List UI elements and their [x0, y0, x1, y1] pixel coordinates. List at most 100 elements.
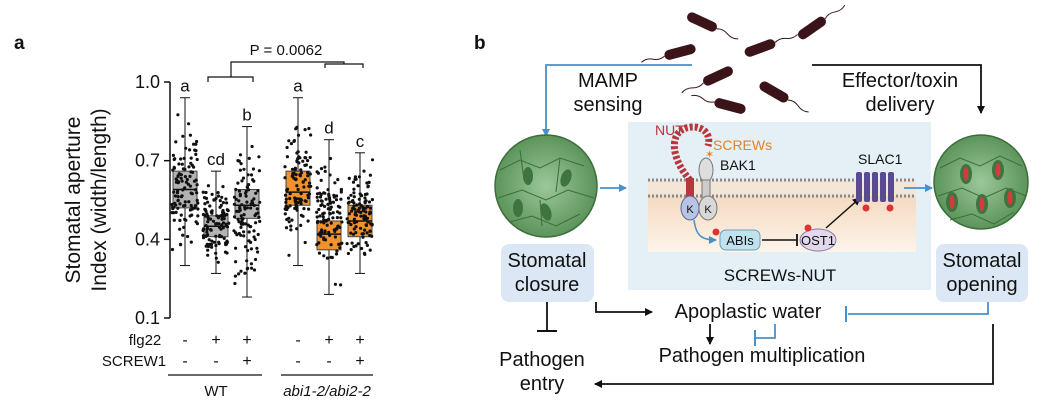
data-point [315, 192, 320, 196]
data-point [195, 198, 199, 202]
data-point [206, 253, 210, 257]
data-point [306, 159, 310, 163]
y-tick-label: 0.4 [135, 229, 160, 249]
panel-b-label: b [474, 33, 486, 54]
data-point [201, 190, 205, 194]
data-point [221, 221, 226, 225]
data-point [315, 170, 319, 174]
data-point [293, 206, 297, 210]
data-point [172, 157, 176, 162]
y-tick-label: 0.7 [135, 151, 160, 171]
data-point [345, 242, 349, 246]
data-point [299, 202, 303, 206]
data-point [285, 217, 289, 222]
data-point [370, 223, 374, 227]
opening-to-water-line [848, 302, 989, 315]
abis-label: ABIs [726, 233, 754, 248]
data-point [323, 165, 327, 169]
data-point [363, 192, 367, 197]
data-point [182, 204, 186, 208]
data-point [336, 204, 340, 208]
data-point [297, 197, 301, 201]
data-point [329, 243, 333, 247]
data-point [247, 230, 251, 234]
data-point [232, 229, 236, 233]
data-point [309, 184, 313, 188]
data-point [224, 197, 228, 201]
data-point [221, 210, 225, 214]
data-point [354, 225, 358, 229]
data-point [335, 249, 339, 253]
data-point [174, 177, 178, 181]
data-point [249, 262, 253, 266]
data-point [234, 187, 238, 192]
effector-arrow [812, 64, 985, 114]
data-point [336, 178, 340, 182]
data-point [365, 243, 369, 247]
data-point [184, 218, 188, 222]
data-point [321, 215, 325, 219]
stomatal-closure-line2: closure [515, 274, 579, 296]
data-point [242, 230, 246, 234]
group-label-abi: abi1-2/abi2-2 [283, 383, 371, 400]
data-point [181, 188, 185, 192]
data-point [222, 236, 226, 240]
data-point [240, 218, 244, 222]
data-point [216, 216, 220, 220]
data-point [284, 207, 288, 211]
screws-nut-title: SCREWs-NUT [724, 266, 836, 285]
data-point [252, 235, 256, 239]
data-point [188, 174, 192, 178]
data-point [299, 192, 303, 196]
data-point [236, 181, 240, 185]
data-point [243, 222, 247, 226]
data-point [252, 197, 256, 201]
data-point [214, 256, 218, 260]
data-point [243, 271, 247, 275]
data-point [291, 173, 295, 177]
data-point [172, 211, 176, 215]
data-point [239, 162, 243, 166]
screw1-sign: - [326, 353, 331, 370]
data-point [177, 180, 181, 184]
data-point [235, 209, 239, 213]
data-point [328, 197, 332, 202]
data-point [347, 176, 351, 180]
data-point [287, 253, 291, 257]
data-point [352, 201, 356, 205]
data-point [192, 179, 197, 183]
row-label-flg22: flg22 [129, 332, 162, 349]
data-point [192, 142, 196, 146]
data-point [360, 246, 364, 251]
data-point [357, 206, 362, 210]
panel-a: a Stomatal aperture Index (width/length)… [14, 33, 375, 400]
data-point [354, 231, 358, 235]
data-point [289, 142, 293, 146]
y-tick-label: 0.1 [135, 308, 160, 328]
data-point [182, 225, 186, 229]
data-point [308, 155, 312, 160]
data-point [214, 234, 218, 238]
data-point [306, 219, 310, 223]
data-point [220, 195, 224, 199]
data-point [244, 191, 248, 195]
data-point [315, 195, 319, 199]
data-point [328, 233, 332, 237]
data-point [302, 207, 306, 211]
data-point [295, 197, 299, 201]
data-point [178, 227, 182, 231]
data-point [241, 176, 246, 180]
data-point [299, 168, 303, 172]
data-point [295, 151, 299, 155]
data-point [359, 204, 363, 208]
abis-box [719, 229, 761, 251]
data-point [296, 187, 300, 192]
data-point [366, 184, 370, 188]
data-point [246, 248, 250, 253]
data-point [240, 203, 244, 207]
data-point [289, 224, 293, 228]
data-point [345, 217, 349, 221]
data-point [180, 179, 184, 183]
data-point [315, 186, 319, 190]
data-point [357, 175, 361, 179]
